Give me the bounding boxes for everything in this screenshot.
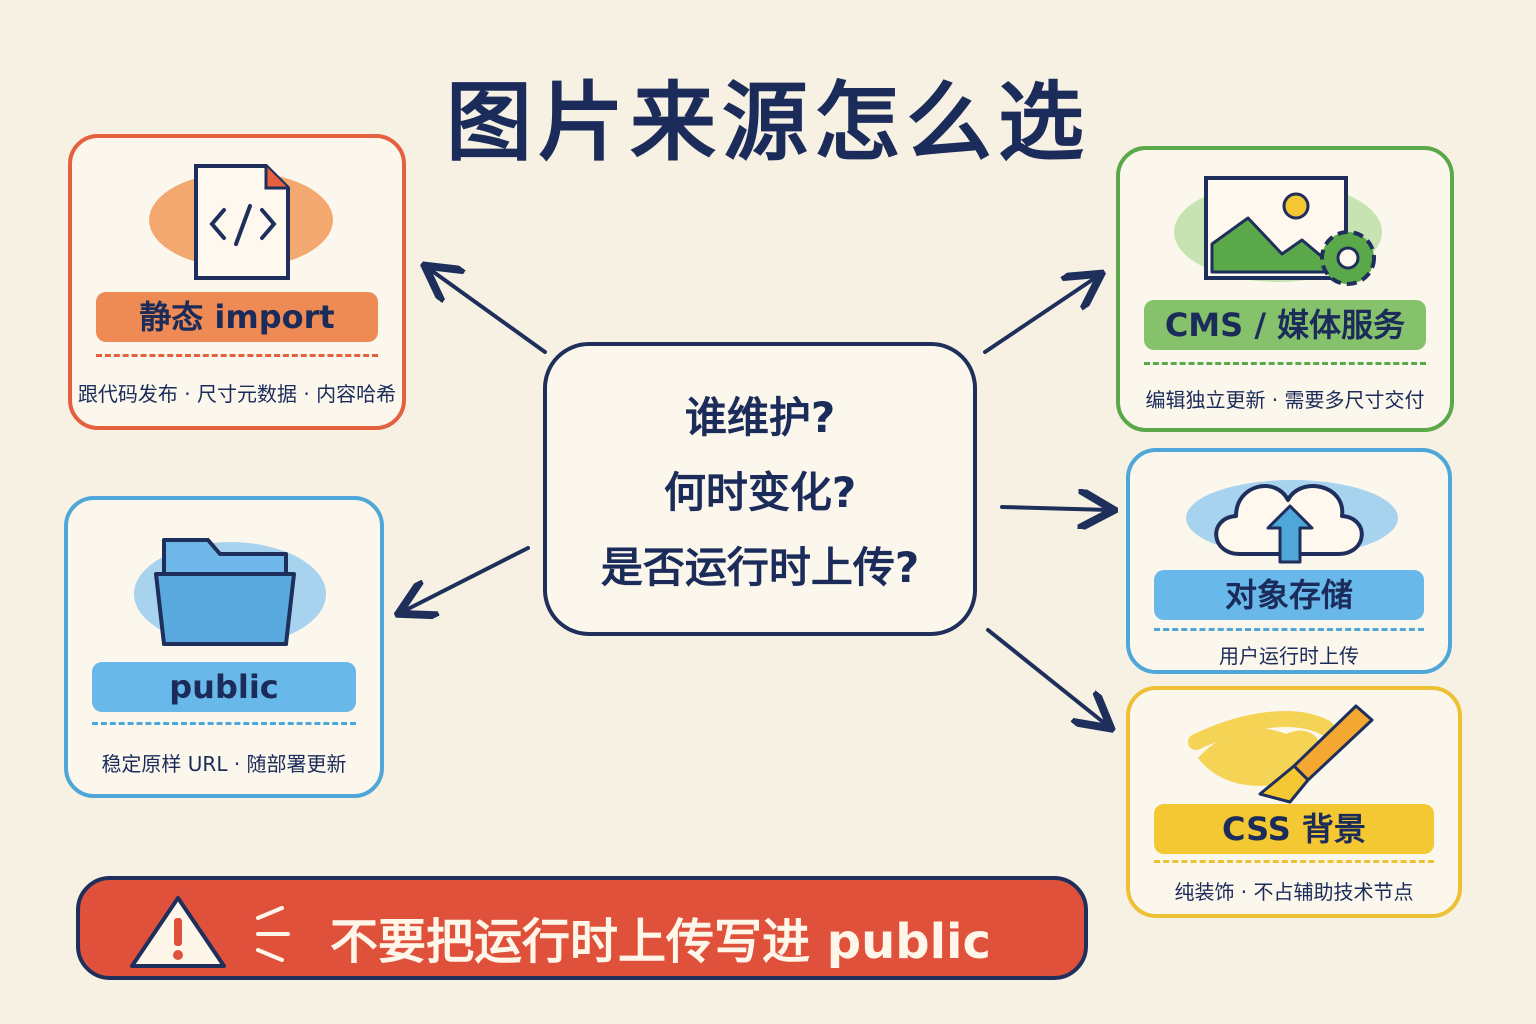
code-file-icon <box>149 164 333 280</box>
arrow-to-object-storage <box>1000 507 1110 510</box>
paintbrush-icon <box>1188 704 1374 804</box>
arrow-to-cms <box>983 276 1098 354</box>
page-title: 图片来源怎么选 <box>446 73 1090 173</box>
folder-icon <box>134 538 326 646</box>
card-description: 跟代码发布 · 尺寸元数据 · 内容哈希 <box>77 382 397 406</box>
card-label: public <box>92 662 356 712</box>
card-description: 用户运行时上传 <box>1219 644 1359 668</box>
card-css-background: CSS 背景 纯装饰 · 不占辅助技术节点 <box>1126 686 1462 918</box>
divider <box>92 722 356 725</box>
arrow-to-static-import <box>428 268 547 354</box>
card-label: CMS / 媒体服务 <box>1144 300 1426 350</box>
cloud-upload-icon <box>1186 480 1398 564</box>
image-gear-icon <box>1174 176 1382 286</box>
question-who-maintains: 谁维护? <box>684 392 836 442</box>
divider <box>1154 860 1434 863</box>
card-label: 静态 import <box>96 292 378 342</box>
divider <box>96 354 378 357</box>
card-object-storage: 对象存储 用户运行时上传 <box>1126 448 1452 674</box>
card-label: 对象存储 <box>1154 570 1424 620</box>
warning-text: 不要把运行时上传写进 public <box>330 914 991 970</box>
card-description: 稳定原样 URL · 随部署更新 <box>101 752 347 776</box>
arrow-to-public <box>402 546 530 612</box>
card-cms: CMS / 媒体服务 编辑独立更新 · 需要多尺寸交付 <box>1116 146 1454 432</box>
divider <box>1144 362 1426 365</box>
question-runtime-upload: 是否运行时上传? <box>600 542 920 592</box>
card-static-import: 静态 import 跟代码发布 · 尺寸元数据 · 内容哈希 <box>68 134 406 430</box>
card-description: 编辑独立更新 · 需要多尺寸交付 <box>1145 388 1425 412</box>
emphasis-lines-icon <box>256 906 290 962</box>
arrow-to-css-background <box>986 628 1108 726</box>
warning-triangle-icon <box>130 896 226 968</box>
card-public: public 稳定原样 URL · 随部署更新 <box>64 496 384 798</box>
center-question-node: 谁维护? 何时变化? 是否运行时上传? <box>543 342 977 636</box>
question-when-changes: 何时变化? <box>663 467 857 517</box>
card-label: CSS 背景 <box>1154 804 1434 854</box>
warning-banner: 不要把运行时上传写进 public <box>76 876 1088 980</box>
divider <box>1154 628 1424 631</box>
card-description: 纯装饰 · 不占辅助技术节点 <box>1174 880 1414 904</box>
